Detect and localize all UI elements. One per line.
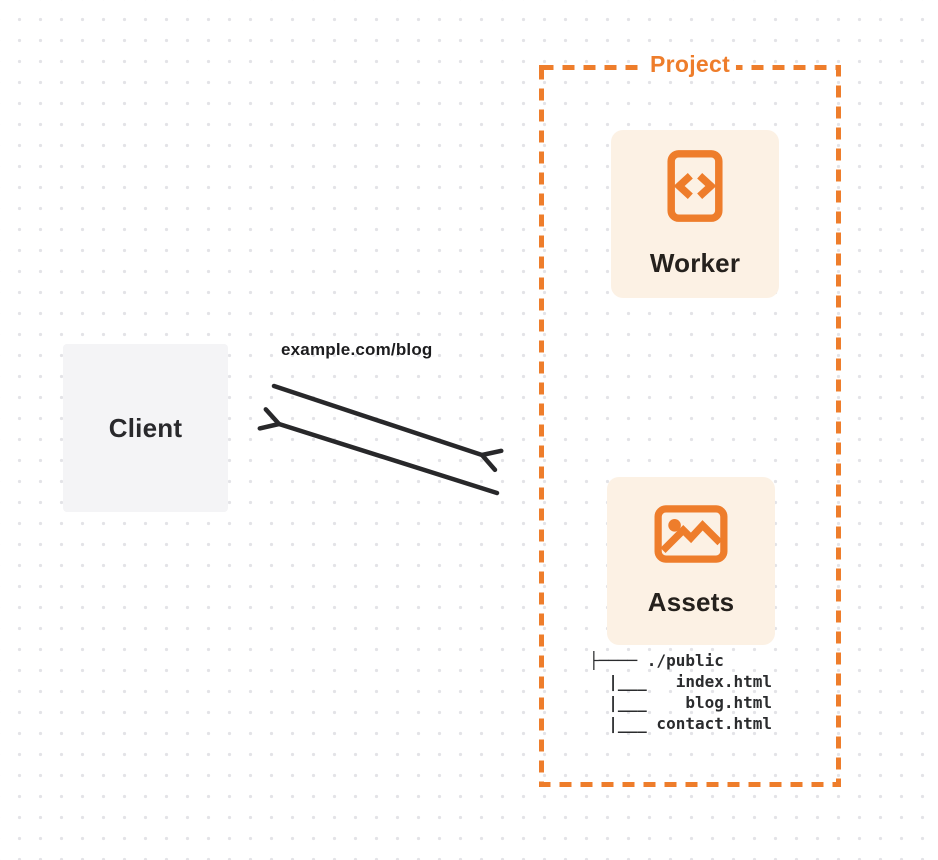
- request-url-label: example.com/blog: [281, 340, 433, 359]
- image-icon: [654, 504, 728, 563]
- project-container: Project Worker Assets ├──── ./public |__…: [539, 51, 841, 787]
- file-tree-line-contact: |___ contact.html: [589, 714, 773, 733]
- assets-node: Assets: [607, 477, 775, 645]
- file-tree-line-blog: |___ blog.html: [589, 693, 773, 712]
- worker-label: Worker: [649, 248, 741, 278]
- file-tree-line-public: ├──── ./public: [589, 651, 724, 670]
- assets-label: Assets: [647, 586, 735, 617]
- worker-node: Worker: [611, 130, 779, 298]
- assets-file-tree: ├──── ./public |___ index.html |___ blog…: [589, 650, 772, 734]
- response-arrow: [257, 407, 500, 496]
- request-arrow: [271, 383, 504, 473]
- client-label: Client: [108, 412, 183, 443]
- project-label: Project: [643, 51, 737, 78]
- file-tree-line-index: |___ index.html: [589, 672, 773, 691]
- code-file-icon: [667, 150, 723, 222]
- client-node: Client: [63, 344, 228, 512]
